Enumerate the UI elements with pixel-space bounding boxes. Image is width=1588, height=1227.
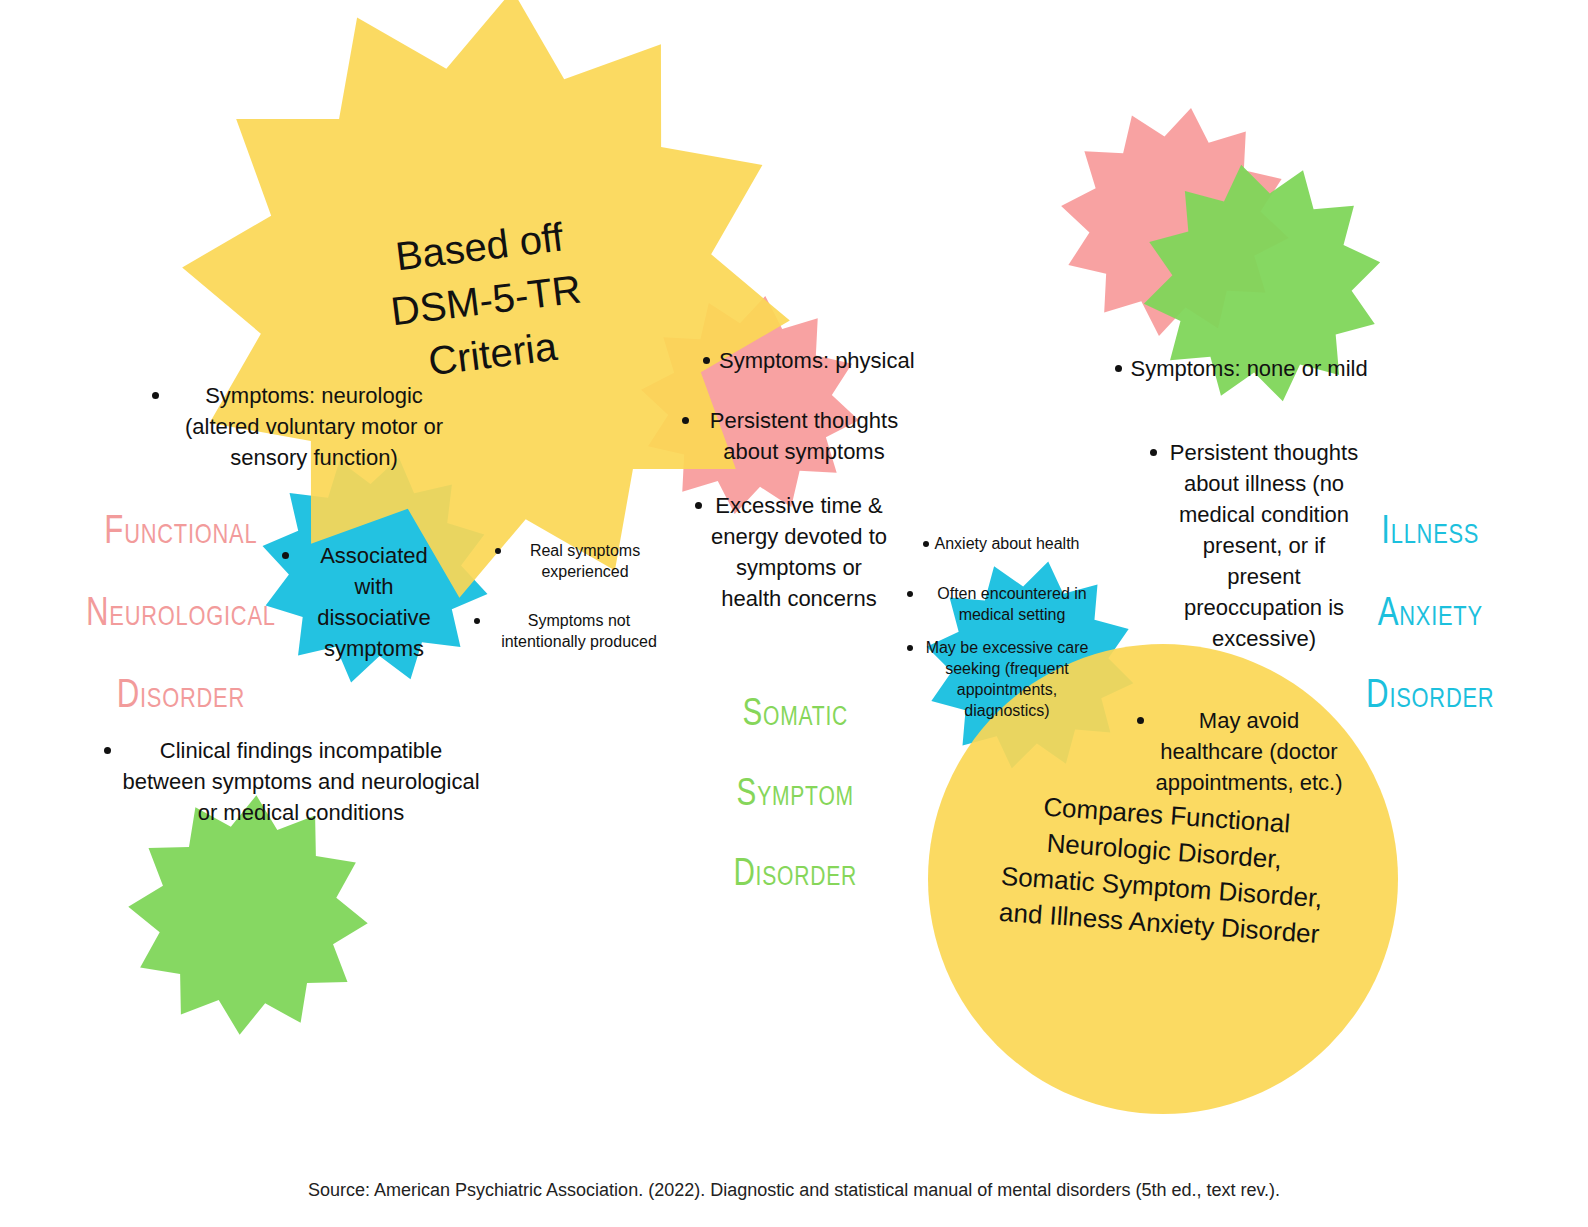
- callout-text: Based off DSM-5-TR Criteria: [347, 204, 625, 396]
- overlap-criterion: Often encountered in medical setting: [905, 583, 1105, 625]
- callout-text: Compares Functional Neurologic Disorder,…: [993, 786, 1332, 953]
- criterion-text: Clinical findings incompatible between s…: [102, 735, 482, 828]
- criterion-text: Persistent thoughts about symptoms: [680, 405, 910, 467]
- disorder-heading: Illness Anxiety Disorder: [1366, 488, 1494, 734]
- overlap-criterion: May be excessive care seeking (frequent …: [905, 637, 1095, 721]
- criterion-text: Persistent thoughts about illness (no me…: [1148, 437, 1363, 654]
- overlap-criterion: Symptoms not intentionally produced: [472, 610, 672, 652]
- criterion-text: Symptoms: neurologic (altered voluntary …: [150, 380, 460, 473]
- criterion-text: May avoid healthcare (doctor appointment…: [1135, 705, 1345, 798]
- criterion-text: Associated with dissociative symptoms: [280, 540, 450, 664]
- criterion-text: Symptoms: physical: [701, 345, 915, 376]
- criterion-text: Symptoms: none or mild: [1113, 353, 1368, 384]
- disorder-heading: Functional Neurological Disorder: [86, 488, 276, 734]
- criterion-text: Excessive time & energy devoted to sympt…: [693, 490, 888, 614]
- disorder-heading: Somatic Symptom Disorder: [733, 672, 857, 912]
- green-starburst: [120, 787, 376, 1043]
- green-starburst: [1108, 129, 1416, 437]
- starburst-shape: [156, 0, 817, 624]
- overlap-criterion: Real symptoms experienced: [493, 540, 663, 582]
- starburst-callout: Based off DSM-5-TR Criteria: [181, 0, 791, 599]
- overlap-criterion: Anxiety about health: [921, 533, 1080, 554]
- source-caption: Source: American Psychiatric Association…: [308, 1178, 1280, 1202]
